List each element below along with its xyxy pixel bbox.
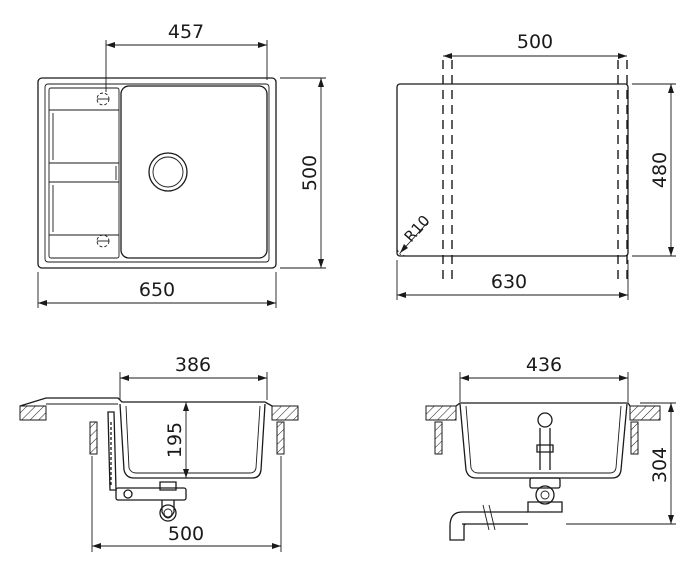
waste-pipe-assembly [449, 412, 563, 541]
sink-rim-profile [19, 397, 273, 407]
cabinet-wall-left [89, 421, 98, 455]
dim-line-500-bottom: 500 [91, 456, 282, 552]
dim-line-304: 304 [566, 402, 676, 525]
dim-label-386: 386 [175, 354, 211, 376]
overflow-hole-icon [96, 234, 110, 248]
dim-label-480: 480 [649, 152, 671, 188]
dim-label-500-top: 500 [517, 31, 553, 53]
dim-line-480: 480 [632, 83, 676, 257]
sink-rim-profile [455, 402, 631, 407]
side-section-view: 386 195 500 [19, 354, 299, 552]
dim-line-436: 436 [459, 354, 629, 402]
dim-line-500-vertical: 500 [280, 77, 326, 269]
dim-line-650: 650 [37, 272, 277, 308]
radius-annotation: R10 [396, 212, 434, 257]
cabinet-side-lines [442, 60, 628, 280]
bowl-outline [120, 85, 268, 259]
dim-label-436: 436 [526, 354, 562, 376]
cutout-outline [396, 83, 629, 257]
drainer-board [48, 87, 120, 259]
cabinet-wall-left [434, 421, 443, 455]
countertop-right [629, 405, 661, 421]
dim-label-630: 630 [491, 271, 527, 293]
cabinet-wall-right [630, 421, 639, 455]
cabinet-wall-right [276, 421, 285, 455]
dim-label-195: 195 [164, 422, 186, 458]
dim-label-500-bottom: 500 [168, 523, 204, 545]
dim-line-500-top: 500 [443, 31, 627, 59]
sink-outline [37, 77, 277, 269]
cutout-view: R10 500 480 630 [396, 31, 676, 300]
sink-inner-rim [44, 83, 270, 263]
dim-line-386: 386 [119, 354, 268, 400]
top-view: 457 500 650 [37, 21, 326, 308]
dim-label-304: 304 [649, 447, 671, 483]
drain-icon [148, 152, 188, 192]
front-section-view: 436 304 [425, 354, 676, 541]
tap-hole-icon [96, 92, 110, 106]
bowl-profile [119, 403, 266, 479]
waste-pipe-assembly [107, 411, 187, 522]
dim-label-457: 457 [168, 21, 204, 43]
bowl-profile [459, 403, 628, 479]
countertop-right [271, 405, 299, 421]
dim-label-650: 650 [139, 279, 175, 301]
countertop-left [19, 405, 47, 421]
dim-label-r10: R10 [401, 212, 434, 246]
dim-line-457: 457 [105, 21, 268, 92]
countertop-left [425, 405, 457, 421]
dim-line-630: 630 [396, 260, 629, 300]
dim-line-195: 195 [164, 402, 189, 478]
dim-label-500-vertical: 500 [299, 155, 321, 191]
